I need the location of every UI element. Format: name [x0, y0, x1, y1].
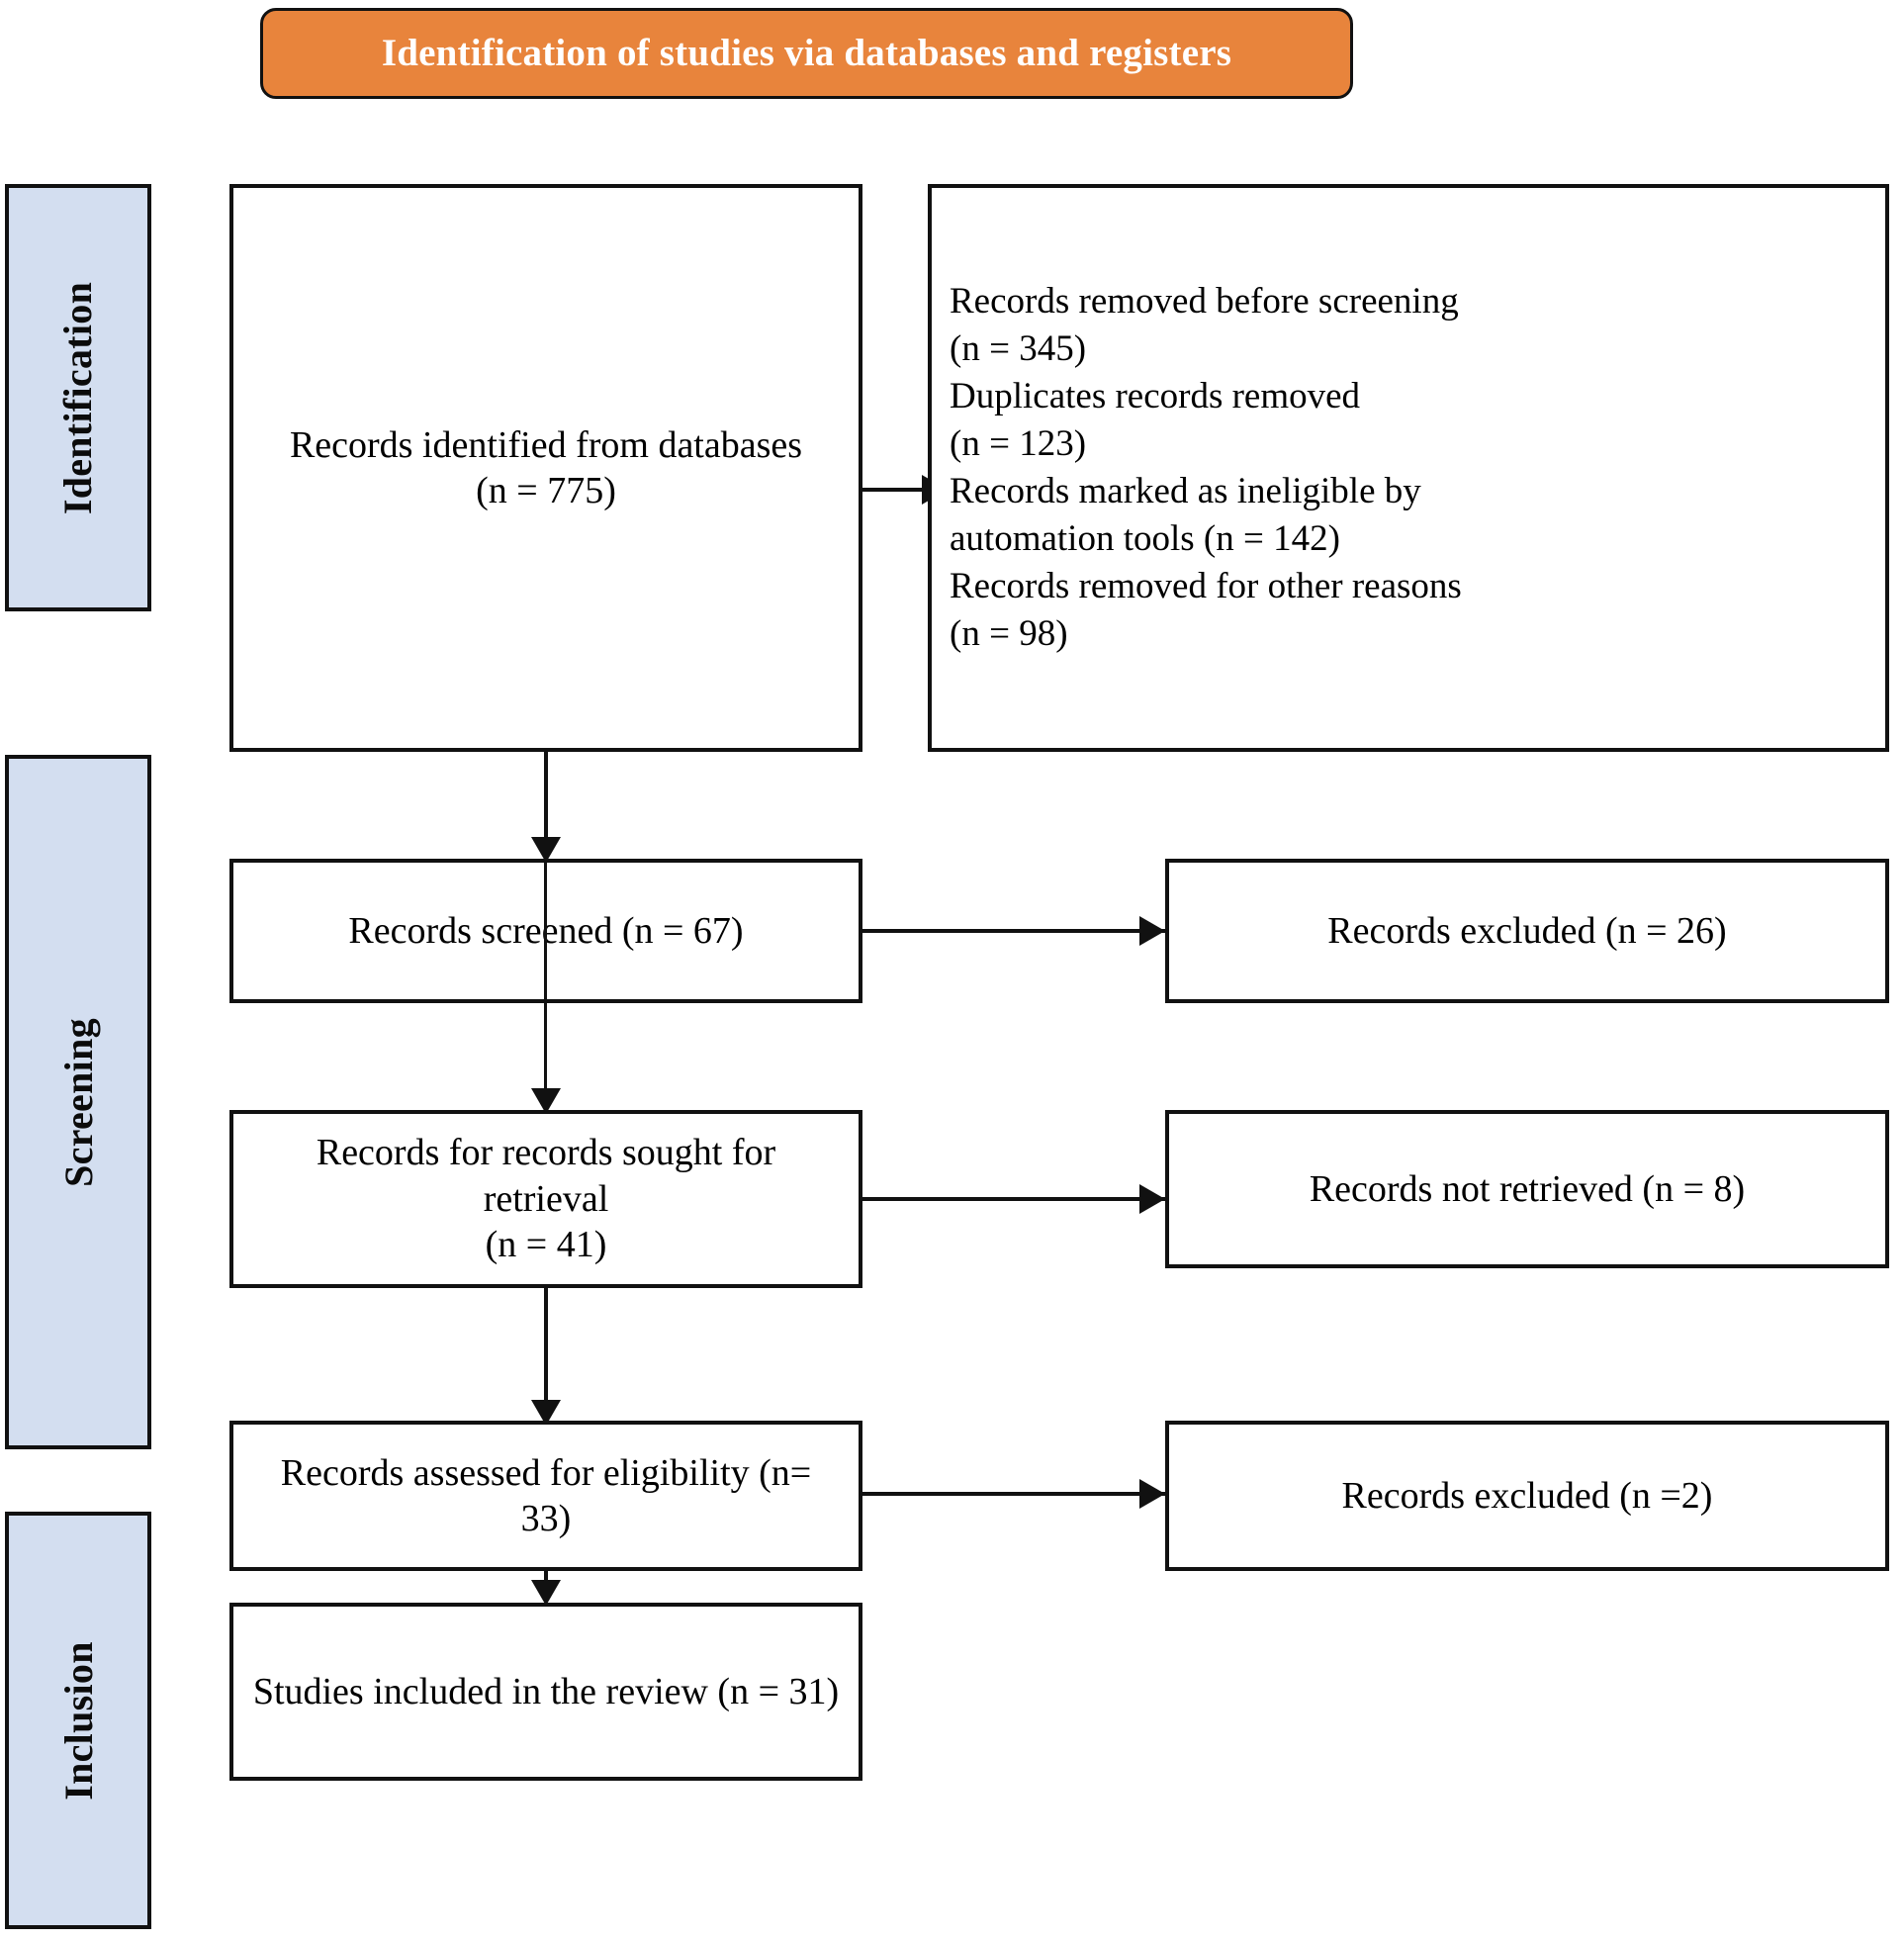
connector-sought-to-assessed — [544, 1288, 548, 1417]
connector-assessed-to-excluded — [862, 1492, 1165, 1496]
stage-label-screening-text: Screening — [55, 1017, 101, 1187]
arrowhead-screened-to-sought — [531, 1088, 561, 1114]
records-removed-line1: Records removed before screening — [950, 280, 1459, 322]
arrowhead-assessed-to-included — [531, 1580, 561, 1606]
arrowhead-sought-to-not-retrieved — [1139, 1184, 1165, 1214]
stage-label-identification-text: Identification — [55, 281, 101, 514]
diagram-title: Identification of studies via databases … — [381, 31, 1232, 74]
box-records-excluded-screened: Records excluded (n = 26) — [1165, 859, 1889, 1003]
box-records-assessed: Records assessed for eligibility (n= 33) — [229, 1421, 862, 1571]
box-studies-included: Studies included in the review (n = 31) — [229, 1603, 862, 1781]
box-records-sought-text: Records for records sought for retrieval… — [251, 1130, 841, 1267]
records-removed-line4: (n = 123) — [950, 422, 1087, 464]
stage-label-screening: Screening — [5, 755, 151, 1449]
box-records-excluded-assessed: Records excluded (n =2) — [1165, 1421, 1889, 1571]
records-identified-line2: (n = 775) — [476, 470, 616, 511]
stage-label-inclusion: Inclusion — [5, 1512, 151, 1929]
records-removed-line3: Duplicates records removed — [950, 375, 1361, 416]
records-sought-line1: Records for records sought for retrieval — [316, 1132, 776, 1220]
arrowhead-identified-to-screened — [531, 837, 561, 863]
connector-identified-to-screened — [544, 752, 548, 861]
connector-identified-to-removed — [862, 488, 940, 492]
records-removed-line7: Records removed for other reasons — [950, 566, 1462, 607]
arrowhead-screened-to-excluded — [1139, 916, 1165, 946]
records-removed-line6: automation tools (n = 142) — [950, 518, 1340, 560]
box-records-not-retrieved-text: Records not retrieved (n = 8) — [1309, 1167, 1746, 1210]
connector-sought-to-not-retrieved — [862, 1197, 1165, 1201]
connector-screened-to-excluded — [862, 929, 1165, 933]
records-sought-line2: (n = 41) — [485, 1224, 607, 1266]
box-records-sought: Records for records sought for retrieval… — [229, 1110, 862, 1288]
box-records-removed: Records removed before screening (n = 34… — [928, 184, 1889, 752]
box-records-removed-text: Records removed before screening (n = 34… — [950, 278, 1867, 659]
records-identified-line1: Records identified from databases — [289, 423, 803, 466]
box-records-identified-text: Records identified from databases (n = 7… — [251, 422, 841, 514]
stage-label-inclusion-text: Inclusion — [55, 1640, 101, 1801]
box-studies-included-text: Studies included in the review (n = 31) — [252, 1670, 840, 1712]
records-removed-line5: Records marked as ineligible by — [950, 471, 1421, 511]
records-removed-line8: (n = 98) — [950, 613, 1068, 655]
arrowhead-assessed-to-excluded — [1139, 1479, 1165, 1509]
stage-label-identification: Identification — [5, 184, 151, 611]
box-records-not-retrieved: Records not retrieved (n = 8) — [1165, 1110, 1889, 1268]
connector-screened-to-sought — [544, 859, 547, 1106]
diagram-header-banner: Identification of studies via databases … — [260, 8, 1353, 99]
records-removed-line2: (n = 345) — [950, 327, 1087, 369]
box-records-excluded-assessed-text: Records excluded (n =2) — [1341, 1474, 1713, 1517]
box-records-identified: Records identified from databases (n = 7… — [229, 184, 862, 752]
box-records-excluded-screened-text: Records excluded (n = 26) — [1327, 909, 1727, 952]
box-records-assessed-text: Records assessed for eligibility (n= 33) — [280, 1451, 812, 1539]
